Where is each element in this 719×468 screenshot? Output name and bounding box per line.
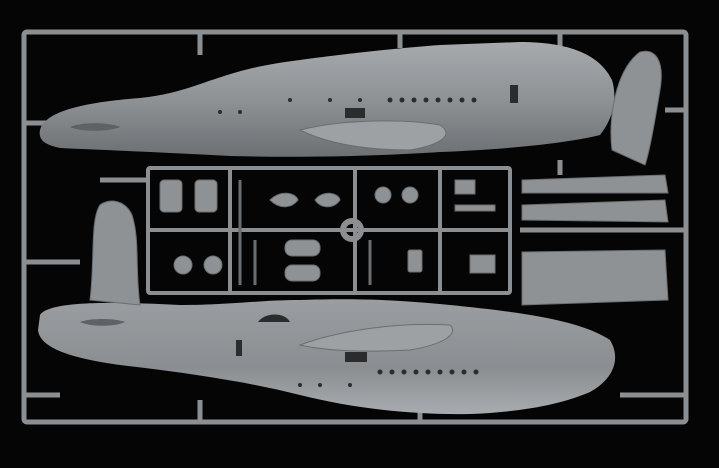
window-holes [236,340,479,387]
tail-fin-right [610,50,662,166]
inner-sprue [146,166,512,295]
wing-panels [521,174,669,306]
tail-fin-left [89,200,141,306]
small-parts [159,179,496,285]
fuselage-bottom [38,299,616,415]
window-holes [218,85,518,118]
fuselage-top [39,42,615,157]
